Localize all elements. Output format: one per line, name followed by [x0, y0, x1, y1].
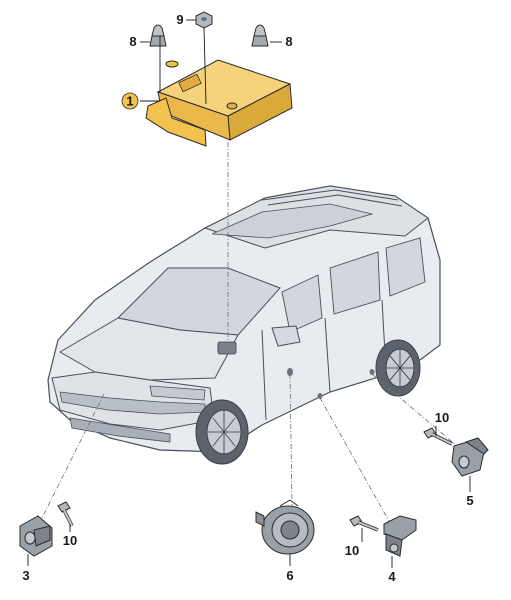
bolt-icon-3 [423, 427, 453, 446]
callout-label-9: 9 [176, 12, 183, 27]
callout-label-4: 4 [388, 569, 396, 584]
callout-1: 1 [121, 92, 139, 110]
callout-label-5: 5 [466, 493, 473, 508]
hex-nut-icon [195, 11, 213, 29]
vehicle-side-window-middle [329, 251, 381, 315]
vehicle-side-window-rear [385, 237, 426, 297]
bolt-icon-2 [349, 515, 379, 532]
callout-label-6: 6 [286, 568, 293, 583]
vehicle-mirror [271, 325, 301, 347]
vehicle-side-window-front [281, 274, 323, 333]
callout-label-10b: 10 [345, 543, 359, 558]
airbag-control-unit-icon [145, 59, 293, 147]
vehicle-front-wheel [195, 399, 249, 465]
callout-label-10c: 10 [435, 410, 449, 425]
relation-lines [39, 142, 465, 531]
vehicle-rear-wheel [375, 339, 421, 397]
vehicle-sill-marker-rear [369, 369, 375, 375]
pressure-sensor-icon [255, 499, 315, 555]
vehicle-sunroof [211, 203, 374, 239]
nut-icon [149, 24, 167, 47]
control-unit-location-marker [217, 341, 237, 355]
vehicle-b-pillar-marker [287, 368, 293, 376]
vehicle-lower-grille [69, 417, 171, 443]
vehicle-sill-marker-front [317, 393, 323, 399]
leader-lines [27, 19, 471, 568]
side-crash-sensor-icon [383, 515, 417, 557]
vehicle-headlight [149, 385, 206, 401]
vehicle-illustration [47, 185, 441, 465]
callout-label-3: 3 [22, 568, 29, 583]
callout-label-8a: 8 [129, 34, 136, 49]
callout-label-1: 1 [126, 94, 133, 109]
bolt-icon [57, 501, 74, 527]
front-crash-sensor-icon [19, 515, 53, 557]
callout-label-10a: 10 [63, 533, 77, 548]
nut-icon-2 [251, 24, 269, 47]
rear-crash-sensor-icon [451, 437, 489, 477]
callout-label-8b: 8 [285, 34, 292, 49]
